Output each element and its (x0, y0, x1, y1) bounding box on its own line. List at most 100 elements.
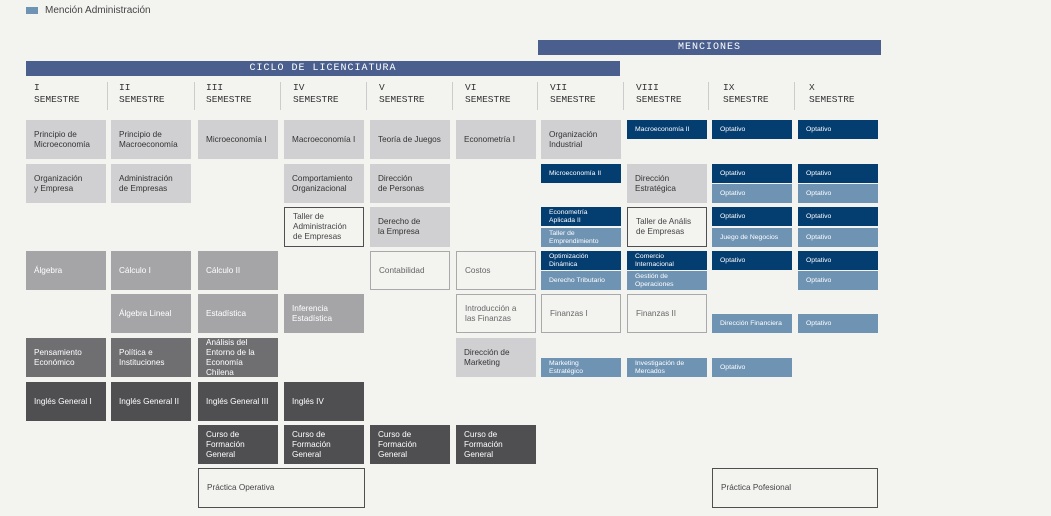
legend: Mención Administración (26, 5, 151, 16)
course-box: Marketing Estratégico (541, 358, 621, 377)
semester-label: SEMESTRE (550, 94, 596, 105)
semester-label: SEMESTRE (636, 94, 682, 105)
course-box: Derecho Tributario (541, 271, 621, 290)
semester-number: IX (723, 82, 735, 93)
course-box: Inglés General II (111, 382, 191, 421)
course-box: Administración de Empresas (111, 164, 191, 203)
menciones-banner: MENCIONES (538, 40, 881, 55)
course-box: Finanzas I (541, 294, 621, 333)
course-box: Cálculo II (198, 251, 278, 290)
course-box: Dirección de Personas (370, 164, 450, 203)
course-box: Contabilidad (370, 251, 450, 290)
legend-label: Mención Administración (45, 5, 151, 16)
course-box: Optativo (798, 207, 878, 226)
semester-label: SEMESTRE (119, 94, 165, 105)
course-box: Inglés General III (198, 382, 278, 421)
semester-number: VIII (636, 82, 659, 93)
course-box: Optativo (712, 358, 792, 377)
course-box: Optativo (712, 207, 792, 226)
course-box: Curso de Formación General (370, 425, 450, 464)
course-box: Organización Industrial (541, 120, 621, 159)
course-box: Optimización Dinámica (541, 251, 621, 270)
semester-label: SEMESTRE (809, 94, 855, 105)
course-box: Práctica Pofesional (712, 468, 878, 508)
column-divider (107, 82, 108, 110)
course-box: Pensamiento Económico (26, 338, 106, 377)
course-box: Inglés IV (284, 382, 364, 421)
course-box: Álgebra (26, 251, 106, 290)
column-divider (452, 82, 453, 110)
course-box: Microeconomía II (541, 164, 621, 183)
course-box: Principio de Microeconomía (26, 120, 106, 159)
ciclo-licenciatura-banner: CICLO DE LICENCIATURA (26, 61, 620, 76)
course-box: Optativo (798, 251, 878, 270)
course-box: Cálculo I (111, 251, 191, 290)
column-divider (623, 82, 624, 110)
course-box: Gestión de Operaciones (627, 271, 707, 290)
course-box: Organización y Empresa (26, 164, 106, 203)
course-box: Macroeconomía I (284, 120, 364, 159)
course-box: Introducción a las Finanzas (456, 294, 536, 333)
course-box: Econometría I (456, 120, 536, 159)
course-box: Principio de Macroeconomía (111, 120, 191, 159)
column-divider (537, 82, 538, 110)
column-divider (708, 82, 709, 110)
course-box: Macroeconomía II (627, 120, 707, 139)
course-box: Inferencia Estadística (284, 294, 364, 333)
course-box: Álgebra Lineal (111, 294, 191, 333)
course-box: Juego de Negocios (712, 228, 792, 247)
semester-label: SEMESTRE (206, 94, 252, 105)
course-box: Investigación de Mercados (627, 358, 707, 377)
course-box: Comercio Internacional (627, 251, 707, 270)
course-box: Costos (456, 251, 536, 290)
column-divider (366, 82, 367, 110)
semester-label: SEMESTRE (465, 94, 511, 105)
course-box: Curso de Formación General (284, 425, 364, 464)
course-box: Comportamiento Organizacional (284, 164, 364, 203)
semester-number: III (206, 82, 224, 93)
course-box: Optativo (712, 120, 792, 139)
course-box: Microeconomía I (198, 120, 278, 159)
semester-label: SEMESTRE (723, 94, 769, 105)
course-box: Dirección Financiera (712, 314, 792, 333)
course-box: Derecho de la Empresa (370, 207, 450, 247)
column-divider (280, 82, 281, 110)
course-box: Optativo (798, 164, 878, 183)
course-box: Optativo (712, 251, 792, 270)
course-box: Optativo (712, 164, 792, 183)
course-box: Optativo (798, 120, 878, 139)
column-divider (794, 82, 795, 110)
course-box: Curso de Formación General (456, 425, 536, 464)
course-box: Optativo (798, 314, 878, 333)
course-box: Análisis del Entorno de la Economía Chil… (198, 338, 278, 377)
semester-label: SEMESTRE (379, 94, 425, 105)
semester-number: IV (293, 82, 305, 93)
course-box: Curso de Formación General (198, 425, 278, 464)
course-box: Finanzas II (627, 294, 707, 333)
course-box: Teoría de Juegos (370, 120, 450, 159)
semester-number: V (379, 82, 385, 93)
course-box: Práctica Operativa (198, 468, 365, 508)
semester-label: SEMESTRE (293, 94, 339, 105)
semester-number: I (34, 82, 40, 93)
course-box: Inglés General I (26, 382, 106, 421)
course-box: Taller de Anális de Empresas (627, 207, 707, 247)
course-box: Taller de Emprendimiento (541, 228, 621, 247)
semester-label: SEMESTRE (34, 94, 80, 105)
course-box: Dirección de Marketing (456, 338, 536, 377)
semester-number: X (809, 82, 815, 93)
course-box: Estadística (198, 294, 278, 333)
course-box: Econometría Aplicada II (541, 207, 621, 226)
course-box: Optativo (798, 228, 878, 247)
semester-number: VII (550, 82, 568, 93)
course-box: Política e Instituciones (111, 338, 191, 377)
